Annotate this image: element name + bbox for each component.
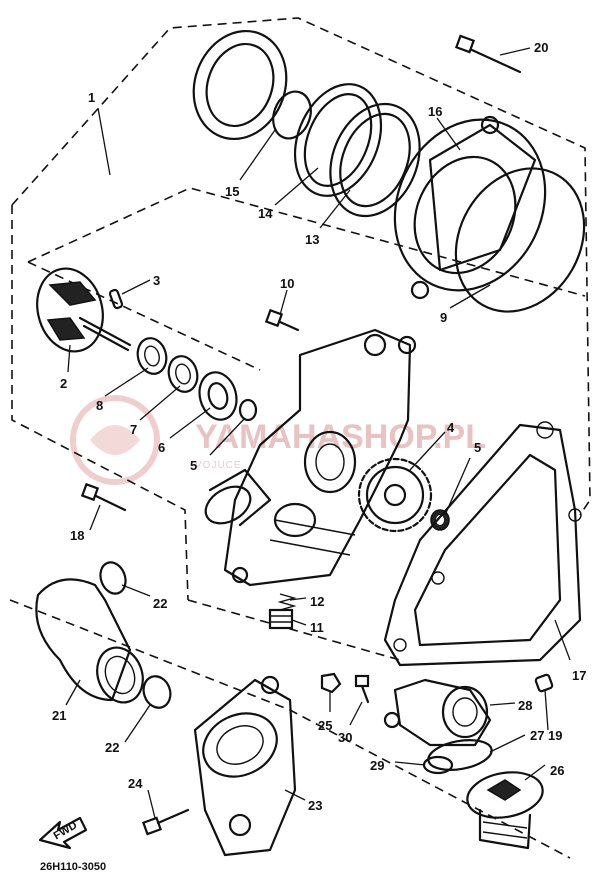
callout-3: 3 <box>153 273 160 288</box>
washer-8 <box>136 337 168 375</box>
leader-lines <box>65 47 571 819</box>
thermostat-cover-28 <box>383 678 492 747</box>
callout-11: 11 <box>310 620 324 635</box>
bleed-bolt-19 <box>534 673 554 693</box>
inlet-pipe-stub <box>204 468 272 527</box>
circlip-5a <box>238 398 258 422</box>
fwd-arrow-icon <box>38 816 88 850</box>
hose-boundary <box>9 599 571 859</box>
oil-seal-15 <box>192 29 288 141</box>
callout-17: 17 <box>572 668 586 683</box>
pin-3 <box>108 288 124 310</box>
bolt-30 <box>354 674 370 704</box>
pump-cover-16 <box>393 115 547 300</box>
callout-4: 4 <box>447 420 455 435</box>
impeller-boundary <box>27 187 586 371</box>
o-ring-9 <box>454 167 586 313</box>
callout-7: 7 <box>130 422 137 437</box>
callout-18: 18 <box>70 528 84 543</box>
o-ring-27 <box>427 739 493 771</box>
elbow-pipe-21 <box>35 578 144 704</box>
seal-ring-14 <box>293 83 383 197</box>
thermostat-housing-23 <box>193 675 297 857</box>
callout-14: 14 <box>258 206 273 221</box>
gasket-29 <box>422 755 454 775</box>
spring-12 <box>277 593 297 611</box>
callout-9: 9 <box>440 310 447 325</box>
watermark-logo-icon <box>70 395 160 485</box>
callout-25: 25 <box>318 718 332 733</box>
bolt-20 <box>454 34 522 74</box>
callout-28: 28 <box>518 698 532 713</box>
callouts: 1 2 3 8 7 6 5 10 4 5 9 15 14 13 16 20 18… <box>52 40 586 813</box>
callout-15: 15 <box>225 184 239 199</box>
callout-30: 30 <box>338 730 352 745</box>
seal-disc <box>272 90 312 140</box>
watermark-logo-mark <box>90 425 140 455</box>
callout-20: 20 <box>534 40 548 55</box>
assembly-boundary <box>11 17 591 661</box>
callout-27: 27 <box>530 728 544 743</box>
bolt-18 <box>80 482 127 512</box>
callout-21: 21 <box>52 708 66 723</box>
bolt-10 <box>264 308 300 332</box>
drawing-code: 26H110-3050 <box>40 861 106 873</box>
callout-23: 23 <box>308 798 322 813</box>
fwd-label: FWD <box>52 819 80 842</box>
circlip-5b <box>430 509 450 531</box>
callout-19: 19 <box>548 728 562 743</box>
watermark: YAMAHASHOP.PL VOJUCE <box>70 395 486 485</box>
thermostat-26 <box>466 771 544 850</box>
seal-ring-13 <box>329 102 421 218</box>
fwd-arrow: FWD <box>38 816 88 850</box>
impeller-2 <box>36 267 132 353</box>
callout-8: 8 <box>96 398 103 413</box>
o-ring-22a <box>99 561 127 595</box>
seal-7 <box>167 355 199 393</box>
callout-29: 29 <box>370 758 384 773</box>
nut-25 <box>320 672 342 694</box>
callout-6: 6 <box>158 440 165 455</box>
bolt-24 <box>141 808 190 836</box>
callout-5b: 5 <box>474 440 481 455</box>
callout-22b: 22 <box>105 740 119 755</box>
callout-16: 16 <box>428 104 442 119</box>
callout-2: 2 <box>60 376 67 391</box>
o-ring-22b <box>142 675 172 709</box>
plug-11 <box>268 608 294 630</box>
gear-4 <box>357 457 433 533</box>
watermark-tagline: VOJUCE <box>195 460 242 471</box>
callout-5a: 5 <box>190 458 197 473</box>
callout-10: 10 <box>280 276 294 291</box>
callout-24: 24 <box>128 776 143 791</box>
callout-26: 26 <box>550 763 564 778</box>
callout-12: 12 <box>310 594 324 609</box>
callout-13: 13 <box>305 232 319 247</box>
gasket-17 <box>383 421 582 667</box>
callout-22a: 22 <box>153 596 167 611</box>
pump-housing <box>223 328 417 587</box>
bearing-6 <box>198 371 238 421</box>
callout-1: 1 <box>88 90 95 105</box>
